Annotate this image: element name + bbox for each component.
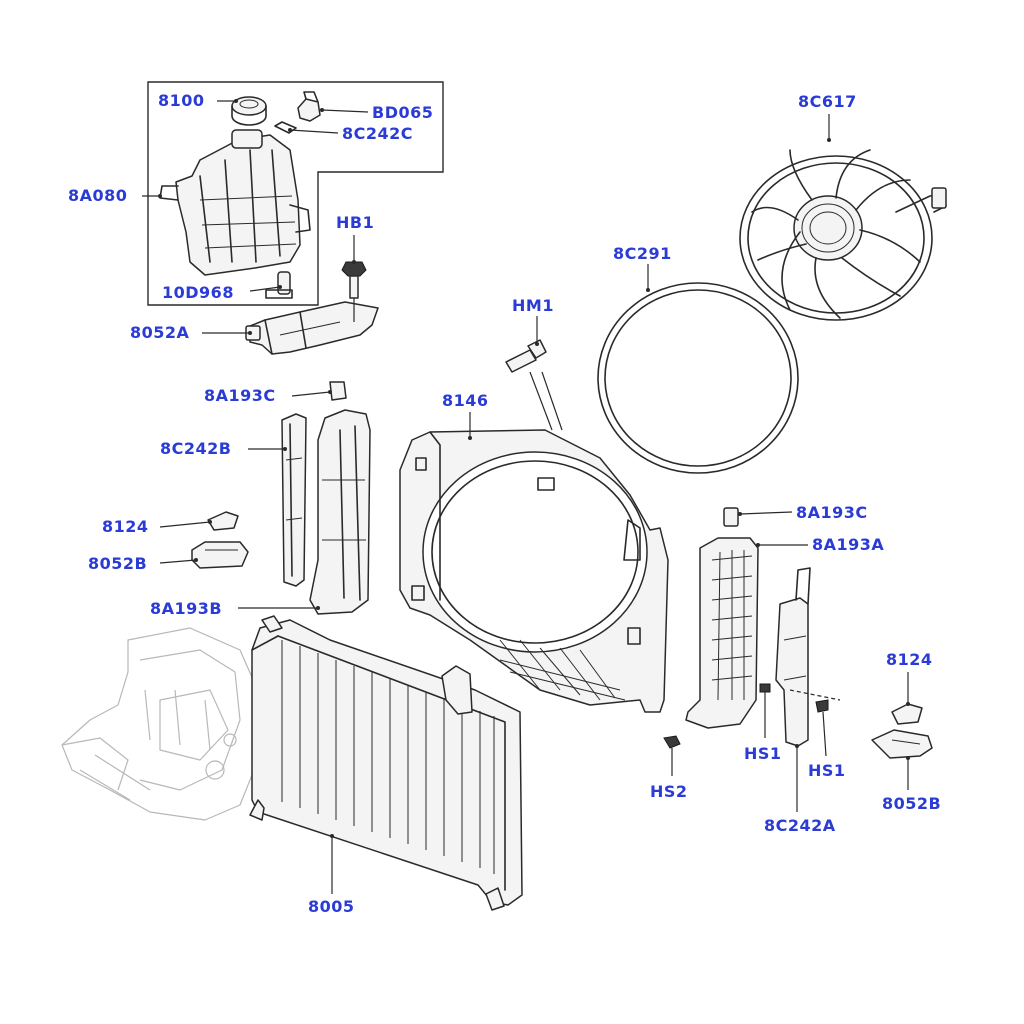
label-8c242b: 8C242B bbox=[160, 439, 232, 458]
label-hb1: HB1 bbox=[336, 213, 375, 232]
mounting-bracket-8052a bbox=[245, 301, 379, 355]
clip-8124-left bbox=[207, 511, 239, 531]
air-deflector-left bbox=[309, 381, 371, 615]
air-deflector-right bbox=[685, 507, 759, 729]
sensor-connector-bd065 bbox=[297, 91, 321, 122]
expansion-tank bbox=[159, 129, 311, 276]
label-8005: 8005 bbox=[308, 897, 355, 916]
level-sensor-10d968 bbox=[265, 271, 293, 299]
label-8a193a: 8A193A bbox=[812, 535, 885, 554]
label-8a193c-left: 8A193C bbox=[204, 386, 276, 405]
cooling-fan-assembly bbox=[739, 149, 947, 321]
label-8c242a: 8C242A bbox=[764, 816, 836, 835]
label-8a193b: 8A193B bbox=[150, 599, 223, 618]
bracket-8052b-right bbox=[871, 729, 933, 759]
label-8c617: 8C617 bbox=[798, 92, 857, 111]
label-8146: 8146 bbox=[442, 391, 489, 410]
engine-ghost-outline bbox=[61, 627, 263, 821]
label-8052b-left: 8052B bbox=[88, 554, 148, 573]
radiator bbox=[249, 615, 523, 911]
bracket-8052b-left bbox=[191, 541, 249, 569]
screw-hs1-b bbox=[789, 689, 841, 757]
label-8c242c: 8C242C bbox=[342, 124, 414, 143]
seal-strip-8c242a bbox=[775, 567, 811, 747]
label-hs1-b: HS1 bbox=[808, 761, 846, 780]
label-hm1: HM1 bbox=[512, 296, 554, 315]
leader-lines bbox=[142, 99, 910, 894]
label-hs1-a: HS1 bbox=[744, 744, 782, 763]
label-8052a: 8052A bbox=[130, 323, 190, 342]
label-8a193c-right: 8A193C bbox=[796, 503, 868, 522]
seal-strip-8c242b bbox=[281, 413, 307, 587]
label-hs2: HS2 bbox=[650, 782, 688, 801]
label-8124-left: 8124 bbox=[102, 517, 149, 536]
label-8a080: 8A080 bbox=[68, 186, 128, 205]
hose-clip-8c242c bbox=[274, 121, 297, 134]
label-10d968: 10D968 bbox=[162, 283, 234, 302]
label-8100: 8100 bbox=[158, 91, 205, 110]
fan-shroud bbox=[399, 429, 669, 713]
expansion-tank-cap bbox=[231, 96, 267, 126]
label-bd065: BD065 bbox=[372, 103, 434, 122]
fan-shroud-seal-ring bbox=[597, 282, 799, 474]
clip-8124-right bbox=[891, 703, 923, 725]
label-8c291: 8C291 bbox=[613, 244, 672, 263]
bolt-hm1 bbox=[505, 339, 563, 431]
bolt-hb1 bbox=[341, 261, 367, 299]
screw-hs1-a bbox=[759, 683, 771, 738]
label-8124-right: 8124 bbox=[886, 650, 933, 669]
label-8052b-right: 8052B bbox=[882, 794, 942, 813]
expansion-tank-group-frame bbox=[147, 81, 444, 306]
screw-hs2 bbox=[663, 735, 681, 776]
